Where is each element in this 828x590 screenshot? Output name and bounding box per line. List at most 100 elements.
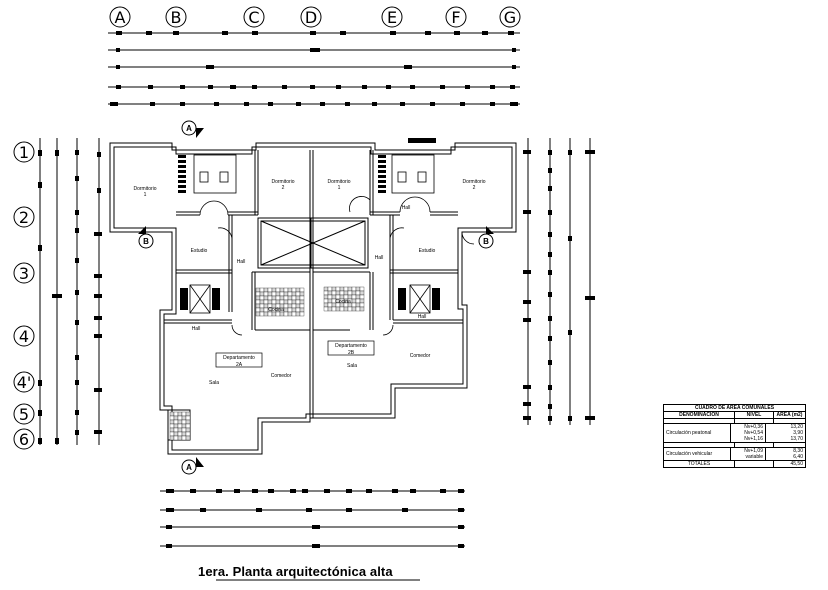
area-table-group-name: Circulación vehicular [666, 451, 713, 457]
area-table-area: 6,40 [765, 454, 805, 460]
room-label-estudio-left: Estudio [191, 248, 208, 254]
area-table-nivel: Nv+1,09 [744, 448, 763, 454]
section-marker-left-label: B [143, 237, 149, 246]
grid-row-bubble: 6 [13, 428, 35, 450]
room-label-sala-left: Sala [209, 380, 219, 386]
section-marker-left: B [138, 226, 154, 249]
area-table: CUADRO DE AREA COMUNALES DENOMINACION NI… [663, 404, 806, 468]
top-dimension-ticks [110, 31, 518, 106]
section-marker-right-label: B [483, 237, 489, 246]
room-label-dormitorio-2-right: Dormitorio [462, 179, 485, 185]
area-table-area: 13,20 [765, 424, 805, 430]
grid-row-label: 4' [17, 373, 32, 392]
dept-a-label-box [215, 352, 263, 368]
grid-column-label: B [171, 8, 182, 27]
area-table-area: 8,30 [765, 448, 805, 454]
grid-row-bubble: 5 [13, 403, 35, 425]
bottom-dimension-lines [160, 490, 465, 547]
area-table-title: CUADRO DE AREA COMUNALES [694, 405, 775, 411]
room-label-sala-right: Sala [347, 363, 357, 369]
left-dimension-lines [39, 138, 100, 445]
room-label-departamento-a-code: 2A [236, 362, 243, 368]
area-table-area: 13,70 [765, 436, 805, 442]
grid-column-label: E [387, 8, 397, 27]
grid-row-bubble: 2 [13, 206, 35, 228]
area-table-group-name: Circulación peatonal [666, 430, 712, 436]
area-table-totals-label: TOTALES [687, 461, 711, 467]
room-label-comedor-right: Comedor [410, 353, 431, 359]
room-label-departamento-b-code: 2B [348, 350, 355, 356]
section-marker-right: B [478, 226, 494, 249]
stair-details [189, 154, 435, 314]
grid-column-label: D [305, 8, 317, 27]
area-table-area: 3,90 [765, 430, 805, 436]
room-label-hall-right-low: Hall [418, 314, 427, 320]
area-table-header-area: AREA (m2) [773, 412, 805, 418]
row-grid-bubbles: 1 2 3 4 4' 5 6 [13, 141, 35, 450]
grid-column-bubble: G [499, 6, 521, 28]
room-number-dormitorio-2-left: 2 [282, 185, 285, 191]
room-label-comedor-left: Comedor [271, 373, 292, 379]
room-label-hall-left-mid: Hall [237, 259, 246, 265]
grid-column-label: G [504, 8, 516, 27]
room-label-hall-top-right: Hall [402, 205, 411, 211]
grid-column-bubble: F [445, 6, 467, 28]
room-label-departamento-b: Departamento [335, 343, 367, 349]
grid-row-label: 1 [19, 143, 29, 162]
room-label-departamento-a: Departamento [223, 355, 255, 361]
grid-column-bubble: D [300, 6, 322, 28]
grid-row-label: 5 [19, 405, 29, 424]
grid-column-bubble: B [165, 6, 187, 28]
grid-row-bubble: 4 [13, 325, 35, 347]
section-marker-top: A [181, 120, 204, 138]
room-labels: Dormitorio 1 Dormitorio 2 Dormitorio 1 D… [133, 179, 485, 386]
grid-row-label: 6 [19, 430, 29, 449]
central-void [257, 217, 369, 269]
room-label-dormitorio-2-left: Dormitorio [271, 179, 294, 185]
grid-column-label: F [451, 8, 460, 27]
grid-column-bubble: C [243, 6, 265, 28]
grid-row-bubble: 3 [13, 262, 35, 284]
section-marker-top-label: A [186, 124, 192, 133]
room-label-hall-right-mid: Hall [375, 255, 384, 261]
left-dimension-ticks [38, 150, 102, 444]
dept-b-label-box [327, 340, 375, 356]
top-dimension-lines [108, 32, 520, 105]
room-number-dormitorio-2-right: 2 [473, 185, 476, 191]
building-walls [109, 142, 517, 455]
plan-title: 1era. Planta arquitectónica alta [198, 564, 393, 579]
grid-row-label: 4 [19, 327, 29, 346]
area-table-nivel: variable [745, 454, 763, 460]
room-label-dormitorio-1-right: Dormitorio [327, 179, 350, 185]
grid-row-bubble: 4' [13, 371, 35, 393]
area-table-header-denominacion: DENOMINACION [679, 412, 719, 418]
room-label-dormitorio-1-left: Dormitorio [133, 186, 156, 192]
area-table-totals-value: 45,50 [773, 461, 805, 467]
grid-column-label: C [248, 8, 259, 27]
kitchen-tiles [169, 286, 365, 441]
room-label-cocina-right: Cocina [335, 299, 351, 305]
door-swings [199, 196, 475, 336]
stair-treads [178, 138, 440, 310]
column-grid-bubbles: A B C D E F G [109, 6, 521, 28]
grid-column-label: A [115, 8, 126, 27]
grid-row-label: 2 [19, 208, 29, 227]
section-marker-bottom: A [181, 457, 204, 475]
room-label-hall-left-low: Hall [192, 326, 201, 332]
area-table-nivel: Nv+0,54 [744, 430, 763, 436]
grid-row-bubble: 1 [13, 141, 35, 163]
area-table-nivel: Nv+0,36 [744, 424, 763, 430]
grid-row-label: 3 [19, 264, 29, 283]
grid-column-bubble: A [109, 6, 131, 28]
room-label-cocina-left: Cocina [268, 307, 284, 313]
room-number-dormitorio-1-left: 1 [144, 192, 147, 198]
section-marker-bottom-label: A [186, 463, 192, 472]
room-number-dormitorio-1-right: 1 [338, 185, 341, 191]
area-table-nivel: Nv+1,16 [744, 436, 763, 442]
right-dimension-ticks [523, 150, 595, 421]
area-table-header-nivel: NIVEL [734, 412, 773, 418]
